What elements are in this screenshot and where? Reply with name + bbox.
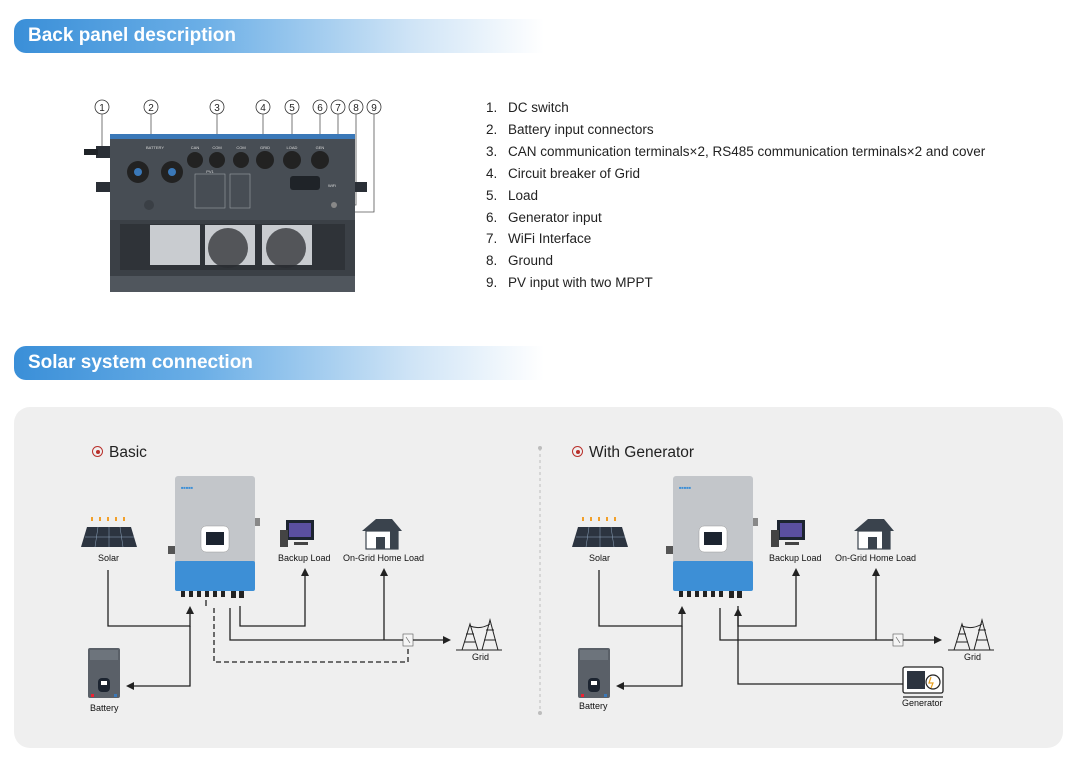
- radio-dot-icon: [572, 446, 583, 458]
- basic-grid-label: Grid: [472, 652, 490, 662]
- solar-section-title: Solar system connection: [28, 352, 253, 373]
- callout-9: 9: [366, 99, 382, 115]
- gen-backup-load-icon: [771, 520, 805, 547]
- svg-text:PV1: PV1: [206, 169, 214, 174]
- list-item: 1.DC switch: [486, 100, 569, 115]
- back-panel-header: Back panel description: [14, 19, 544, 53]
- gen-house-icon: [853, 518, 895, 550]
- svg-text:BATTERY: BATTERY: [146, 145, 164, 150]
- generator-title: With Generator: [572, 444, 694, 462]
- basic-grid-icon: [455, 619, 503, 651]
- list-item: 3.CAN communication terminals×2, RS485 c…: [486, 143, 986, 159]
- basic-diagram: [80, 475, 503, 698]
- gen-generator-label: Generator: [902, 698, 943, 708]
- svg-text:LOAD: LOAD: [287, 145, 298, 150]
- svg-text:3: 3: [214, 103, 220, 114]
- list-item: 4.Circuit breaker of Grid: [486, 165, 641, 181]
- generator-icon: [902, 666, 944, 698]
- svg-text:7: 7: [335, 103, 341, 114]
- basic-battery-icon: [88, 648, 120, 698]
- inverter-back-view: [84, 134, 367, 292]
- basic-breaker-icon: [402, 633, 414, 647]
- svg-text:8: 8: [353, 103, 359, 114]
- generator-diagram: [571, 475, 995, 698]
- list-item: 2.Battery input connectors: [486, 121, 654, 137]
- basic-title: Basic: [92, 444, 147, 462]
- gen-home-load-label: On-Grid Home Load: [835, 553, 917, 563]
- radio-dot-icon: [92, 446, 103, 458]
- basic-house-icon: [361, 518, 403, 550]
- basic-inverter: [167, 475, 261, 599]
- gen-grid-label: Grid: [964, 652, 982, 662]
- gen-backup-load-label: Backup Load: [769, 553, 822, 563]
- svg-text:1: 1: [99, 103, 105, 114]
- basic-backup-load-label: Backup Load: [278, 553, 331, 563]
- svg-text:5: 5: [289, 103, 295, 114]
- gen-inverter: [665, 475, 759, 599]
- callout-3: 3: [209, 99, 225, 115]
- callout-7: 7: [330, 99, 346, 115]
- basic-solar-label: Solar: [98, 553, 120, 563]
- svg-text:COM: COM: [236, 145, 245, 150]
- svg-text:COM: COM: [212, 145, 221, 150]
- back-panel-list: 1.DC switch 2.Battery input connectors 3…: [486, 97, 985, 294]
- svg-text:9: 9: [371, 103, 377, 114]
- svg-text:GRID: GRID: [260, 145, 270, 150]
- svg-text:CAN: CAN: [191, 145, 200, 150]
- list-item: 6.Generator input: [486, 209, 602, 225]
- list-item: 8.Ground: [486, 253, 554, 269]
- back-panel-title: Back panel description: [28, 25, 237, 46]
- svg-text:WiFi: WiFi: [328, 183, 336, 188]
- gen-solar-icon: [571, 516, 629, 548]
- svg-text:6: 6: [317, 103, 323, 114]
- basic-backup-load-icon: [280, 520, 314, 547]
- callout-1: 1: [94, 99, 110, 115]
- svg-text:GEN: GEN: [316, 145, 325, 150]
- basic-solar-icon: [80, 516, 138, 548]
- gen-solar-label: Solar: [589, 553, 611, 563]
- gen-battery-label: Battery: [579, 701, 608, 711]
- gen-breaker-icon: [892, 633, 904, 647]
- svg-text:2: 2: [148, 103, 154, 114]
- svg-text:4: 4: [260, 103, 266, 114]
- list-item: 9.PV input with two MPPT: [486, 275, 653, 291]
- gen-battery-icon: [578, 648, 610, 698]
- gen-grid-icon: [947, 619, 995, 651]
- basic-home-load-label: On-Grid Home Load: [343, 553, 425, 563]
- list-item: 7.WiFi Interface: [486, 231, 592, 247]
- solar-section-header: Solar system connection: [14, 346, 544, 380]
- basic-battery-label: Battery: [90, 703, 119, 713]
- list-item: 5.Load: [486, 187, 539, 203]
